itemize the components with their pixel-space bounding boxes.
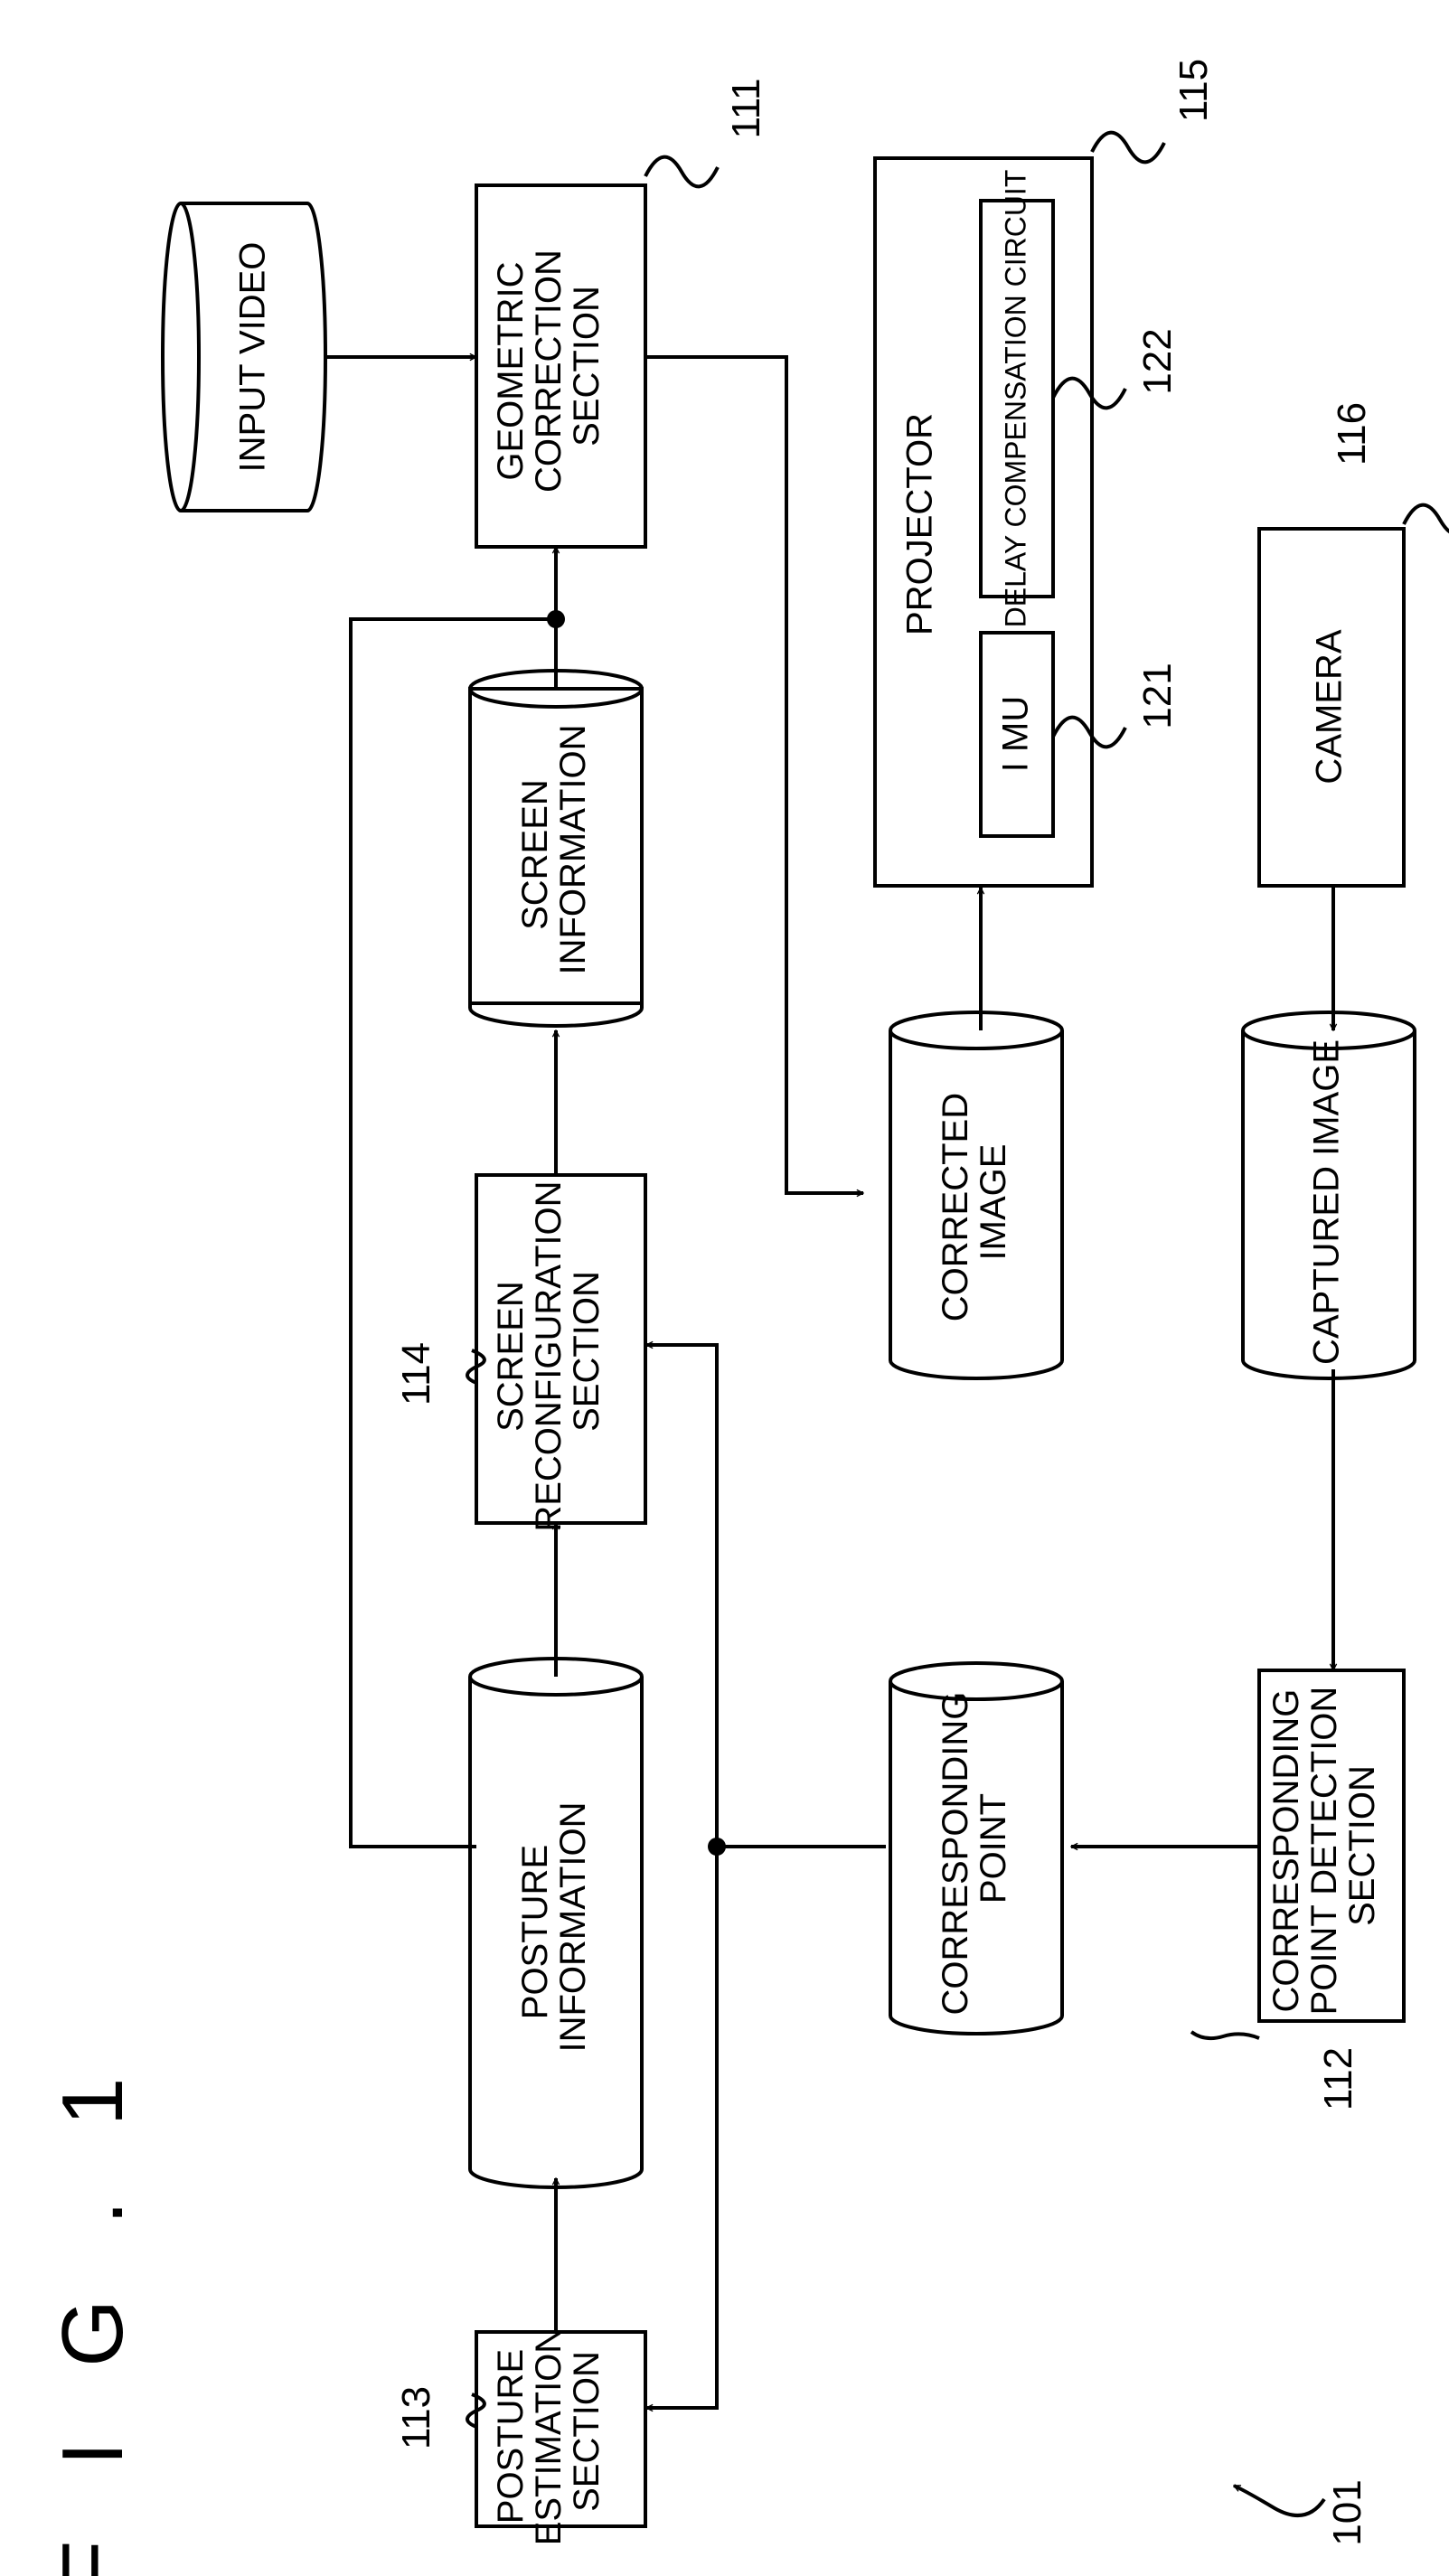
arrow-junction-to-estimation bbox=[646, 1847, 717, 2408]
ref-116: 116 bbox=[1330, 402, 1374, 465]
projector-label: PROJECTOR bbox=[900, 413, 940, 635]
corresponding-point-detection-block: CORRESPONDING POINT DETECTION SECTION 11… bbox=[1191, 1670, 1404, 2111]
ref-121: 121 bbox=[1135, 663, 1180, 729]
arrow-junction-to-reconfiguration bbox=[646, 1345, 717, 1847]
system-ref: 101 bbox=[1234, 2479, 1369, 2545]
system-ref-label: 101 bbox=[1325, 2479, 1369, 2545]
posture-information-cylinder: POSTURE INFORMATION bbox=[470, 1659, 642, 2187]
projector-block: PROJECTOR I MU DELAY COMPENSATION CIRCUI… bbox=[875, 59, 1216, 886]
corrected-image-cylinder: CORRECTED IMAGE bbox=[890, 1012, 1062, 1378]
ref-111: 111 bbox=[724, 79, 768, 139]
posture-estimation-block: POSTURE ESTIMATION SECTION 113 bbox=[394, 2317, 645, 2546]
ref-112: 112 bbox=[1316, 2047, 1360, 2111]
corrected-image-label: CORRECTED IMAGE bbox=[936, 1083, 1013, 1321]
input-video-label: INPUT VIDEO bbox=[233, 242, 273, 473]
junction-dot bbox=[547, 610, 565, 628]
captured-image-cylinder: CAPTURED IMAGE bbox=[1243, 1012, 1415, 1378]
leader-115 bbox=[1092, 133, 1164, 163]
ref-113: 113 bbox=[394, 2386, 438, 2449]
input-video-cylinder: INPUT VIDEO bbox=[163, 203, 325, 511]
posture-estimation-label: POSTURE ESTIMATION SECTION bbox=[491, 2317, 607, 2546]
delay-compensation-label: DELAY COMPENSATION CIRCUIT bbox=[999, 170, 1031, 628]
leader-111 bbox=[645, 157, 718, 187]
leader-116 bbox=[1404, 505, 1449, 535]
leader-112 bbox=[1191, 2032, 1259, 2038]
camera-block: CAMERA 116 bbox=[1259, 402, 1449, 886]
imu-label: I MU bbox=[996, 696, 1036, 772]
ref-115: 115 bbox=[1171, 59, 1216, 122]
ref-122: 122 bbox=[1135, 328, 1180, 394]
system-ref-arrow bbox=[1234, 2486, 1324, 2515]
geometric-correction-block: GEOMETRIC CORRECTION SECTION 111 bbox=[476, 79, 768, 547]
corresponding-point-label: CORRESPONDING POINT bbox=[936, 1682, 1013, 2016]
ref-114: 114 bbox=[394, 1342, 438, 1406]
posture-information-label: POSTURE INFORMATION bbox=[515, 1801, 593, 2052]
arrow-geometric-to-corrected bbox=[645, 357, 863, 1193]
screen-information-cylinder: SCREEN INFORMATION bbox=[470, 671, 642, 1026]
figure-label: F I G . 1 bbox=[44, 2053, 141, 2576]
screen-reconfiguration-block: SCREEN RECONFIGURATION SECTION 114 bbox=[394, 1170, 645, 1531]
corresponding-point-cylinder: CORRESPONDING POINT bbox=[890, 1663, 1062, 2034]
captured-image-label: CAPTURED IMAGE bbox=[1307, 1039, 1347, 1365]
camera-label: CAMERA bbox=[1310, 629, 1350, 784]
